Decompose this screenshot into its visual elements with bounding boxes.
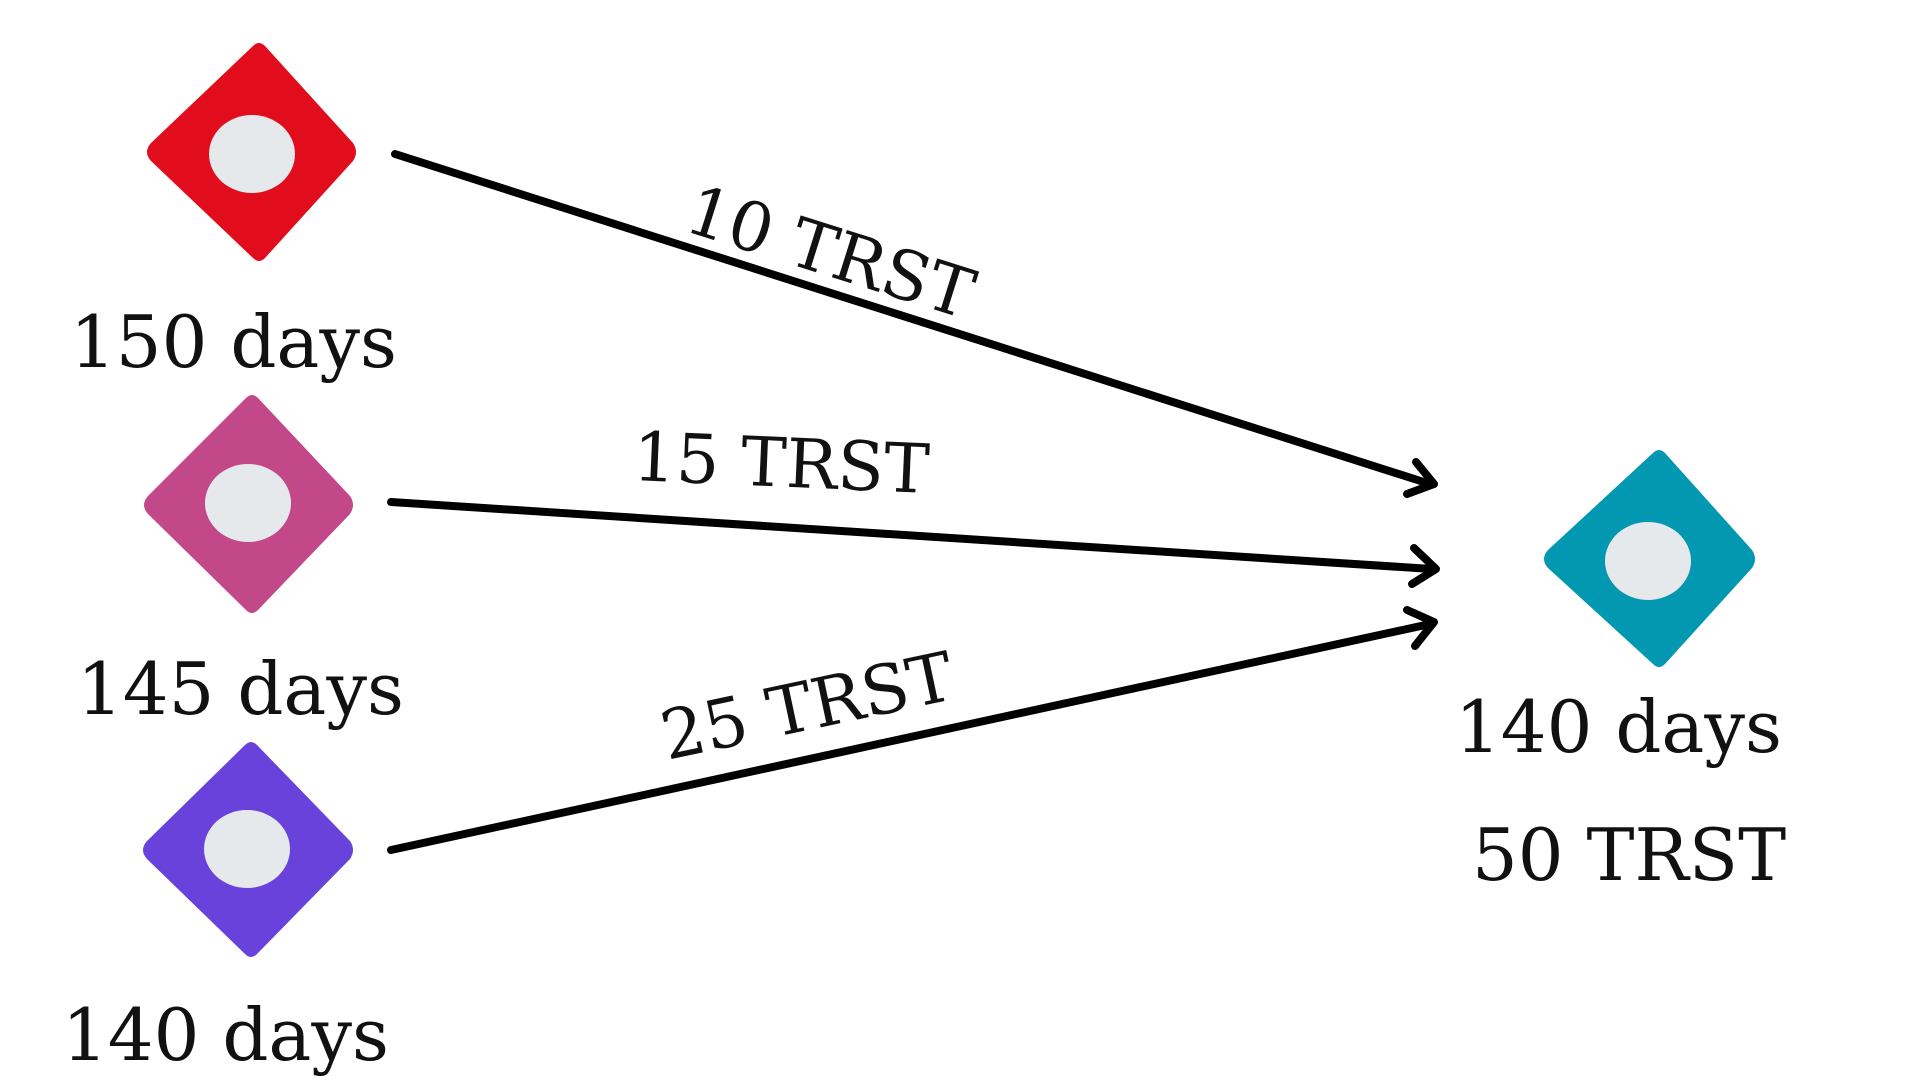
edge-red-line <box>391 150 1434 488</box>
edge-purple-arrowhead <box>1403 606 1438 650</box>
source-node-red-dot <box>209 115 295 193</box>
edge-pink-line <box>387 498 1436 573</box>
source-node-pink: 145 days <box>77 395 404 731</box>
target-node-days-label: 140 days <box>1455 685 1782 769</box>
edge-purple-line <box>387 620 1434 854</box>
target-node-amount-label: 50 TRST <box>1472 813 1786 897</box>
edge-red-label: 10 TRST <box>677 171 984 336</box>
target-node-dot <box>1605 522 1691 600</box>
edge-red-arrowhead <box>1403 458 1438 498</box>
edge-purple-to-target: 25 TRST <box>387 606 1438 854</box>
source-node-red-days-label: 150 days <box>70 300 397 384</box>
edge-pink-arrowhead <box>1408 544 1440 588</box>
source-node-pink-days-label: 145 days <box>77 647 404 731</box>
source-node-purple-days-label: 140 days <box>62 993 389 1077</box>
edge-pink-to-target: 15 TRST <box>387 418 1440 588</box>
source-node-red: 150 days <box>70 43 397 384</box>
source-node-pink-dot <box>205 464 291 542</box>
edge-pink-label: 15 TRST <box>631 418 931 510</box>
source-node-purple-dot <box>204 810 290 888</box>
source-node-purple: 140 days <box>62 742 389 1077</box>
target-node: 140 days 50 TRST <box>1455 450 1786 897</box>
